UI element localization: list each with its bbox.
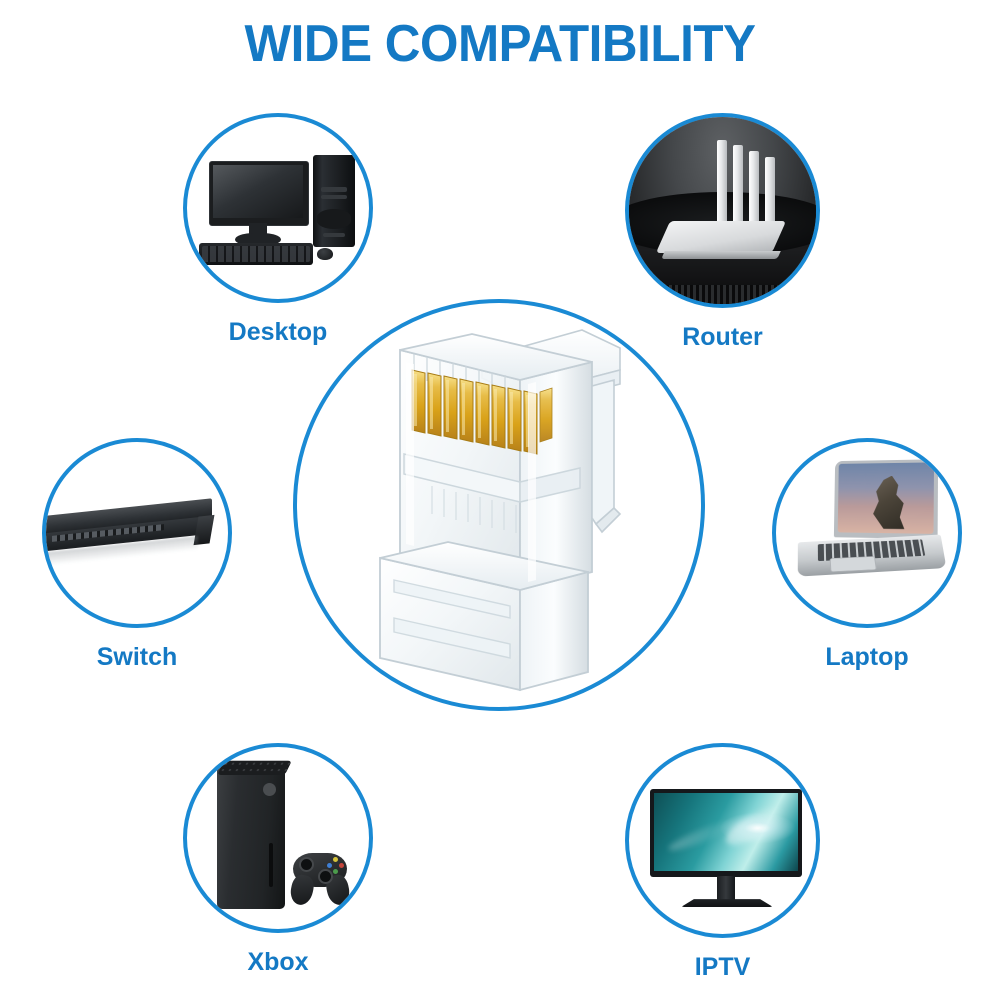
tv-monitor-icon: [629, 747, 816, 934]
wifi-router-icon: [629, 117, 816, 304]
laptop-icon: [776, 442, 958, 624]
desktop-circle: [183, 113, 373, 303]
switch-circle: [42, 438, 232, 628]
laptop-circle: [772, 438, 962, 628]
laptop-label: Laptop: [825, 643, 909, 671]
node-iptv[interactable]: IPTV: [625, 743, 820, 991]
xbox-circle: [183, 743, 373, 933]
page-title: WIDE COMPATIBILITY: [244, 15, 756, 73]
node-xbox[interactable]: Xbox: [183, 743, 373, 991]
node-switch[interactable]: Switch: [42, 438, 232, 686]
desktop-label: Desktop: [228, 318, 328, 346]
router-circle: [625, 113, 820, 308]
iptv-label: IPTV: [694, 953, 751, 981]
iptv-circle: [625, 743, 820, 938]
game-console-icon: [187, 747, 369, 929]
router-label: Router: [682, 323, 763, 351]
switch-label: Switch: [96, 643, 178, 671]
node-laptop[interactable]: Laptop: [772, 438, 962, 686]
rj45-connector-icon: [379, 329, 622, 692]
node-router[interactable]: Router: [625, 113, 820, 361]
rj45-connector: [370, 318, 630, 698]
node-desktop[interactable]: Desktop: [183, 113, 373, 361]
xbox-label: Xbox: [247, 948, 309, 976]
network-switch-icon: [46, 442, 228, 624]
desktop-computer-icon: [187, 117, 369, 299]
